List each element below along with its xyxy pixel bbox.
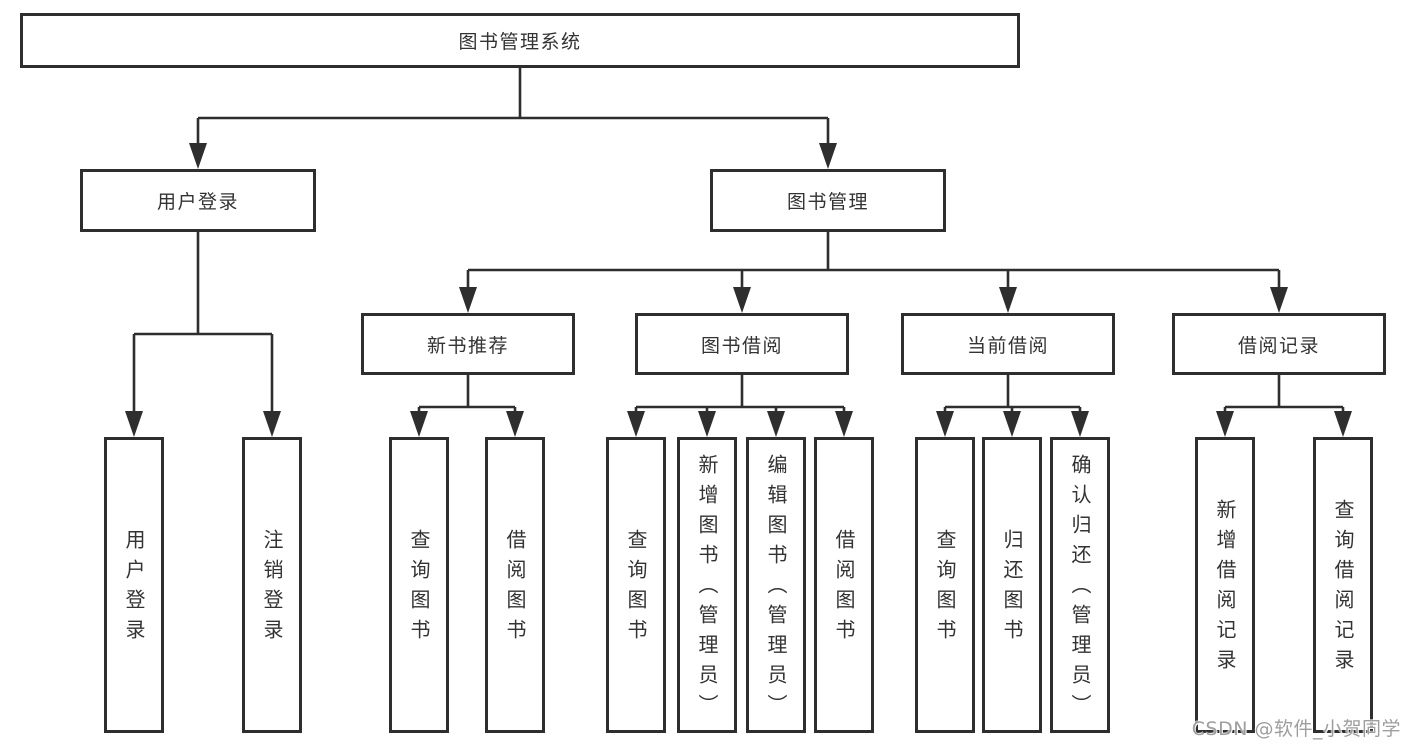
arrow-down-icon [936, 411, 954, 437]
arrow-down-icon [459, 287, 477, 313]
node-leaf-user-login: 用户登录 [104, 437, 164, 733]
arrow-down-icon [1071, 411, 1089, 437]
arrow-down-icon [767, 411, 785, 437]
connector-user-login-to-leaves [125, 232, 281, 437]
connector-book-management-to-groups [459, 232, 1288, 313]
arrow-down-icon [1270, 287, 1288, 313]
arrow-down-icon [819, 143, 837, 169]
node-leaf-logout: 注销登录 [242, 437, 302, 733]
connector-book-borrow-to-leaves [627, 375, 853, 437]
node-borrow-record: 借阅记录 [1172, 313, 1386, 375]
arrow-down-icon [627, 411, 645, 437]
node-user-login-branch: 用户登录 [80, 169, 316, 232]
node-leaf-add-books-admin: 新增图书（管理员） [677, 437, 737, 733]
connector-current-borrow-to-leaves [936, 375, 1089, 437]
node-leaf-edit-books-admin: 编辑图书（管理员） [746, 437, 806, 733]
connector-root-to-level2 [189, 68, 837, 169]
arrow-down-icon [506, 411, 524, 437]
arrow-down-icon [1003, 411, 1021, 437]
arrow-down-icon [835, 411, 853, 437]
arrow-down-icon [410, 411, 428, 437]
arrow-down-icon [698, 411, 716, 437]
node-leaf-borrow-books-2: 借阅图书 [814, 437, 874, 733]
arrow-down-icon [263, 411, 281, 437]
arrow-down-icon [999, 287, 1017, 313]
node-leaf-add-borrow-record: 新增借阅记录 [1195, 437, 1255, 733]
connector-borrow-record-to-leaves [1216, 375, 1352, 437]
node-book-management-branch: 图书管理 [710, 169, 946, 232]
node-leaf-query-borrow-record: 查询借阅记录 [1313, 437, 1373, 733]
node-library-management-system: 图书管理系统 [20, 13, 1020, 68]
node-book-borrow: 图书借阅 [635, 313, 849, 375]
connector-new-book-recommend-to-leaves [410, 375, 524, 437]
node-leaf-return-books: 归还图书 [982, 437, 1042, 733]
arrow-down-icon [733, 287, 751, 313]
node-new-book-recommend: 新书推荐 [361, 313, 575, 375]
node-leaf-query-books-2: 查询图书 [606, 437, 666, 733]
arrow-down-icon [189, 143, 207, 169]
node-leaf-confirm-return-admin: 确认归还（管理员） [1050, 437, 1110, 733]
node-current-borrow: 当前借阅 [901, 313, 1115, 375]
node-leaf-query-books-1: 查询图书 [389, 437, 449, 733]
node-leaf-query-books-3: 查询图书 [915, 437, 975, 733]
arrow-down-icon [1216, 411, 1234, 437]
node-leaf-borrow-books-1: 借阅图书 [485, 437, 545, 733]
arrow-down-icon [1334, 411, 1352, 437]
csdn-watermark: CSDN @软件_小贺同学 [1191, 718, 1401, 740]
arrow-down-icon [125, 411, 143, 437]
